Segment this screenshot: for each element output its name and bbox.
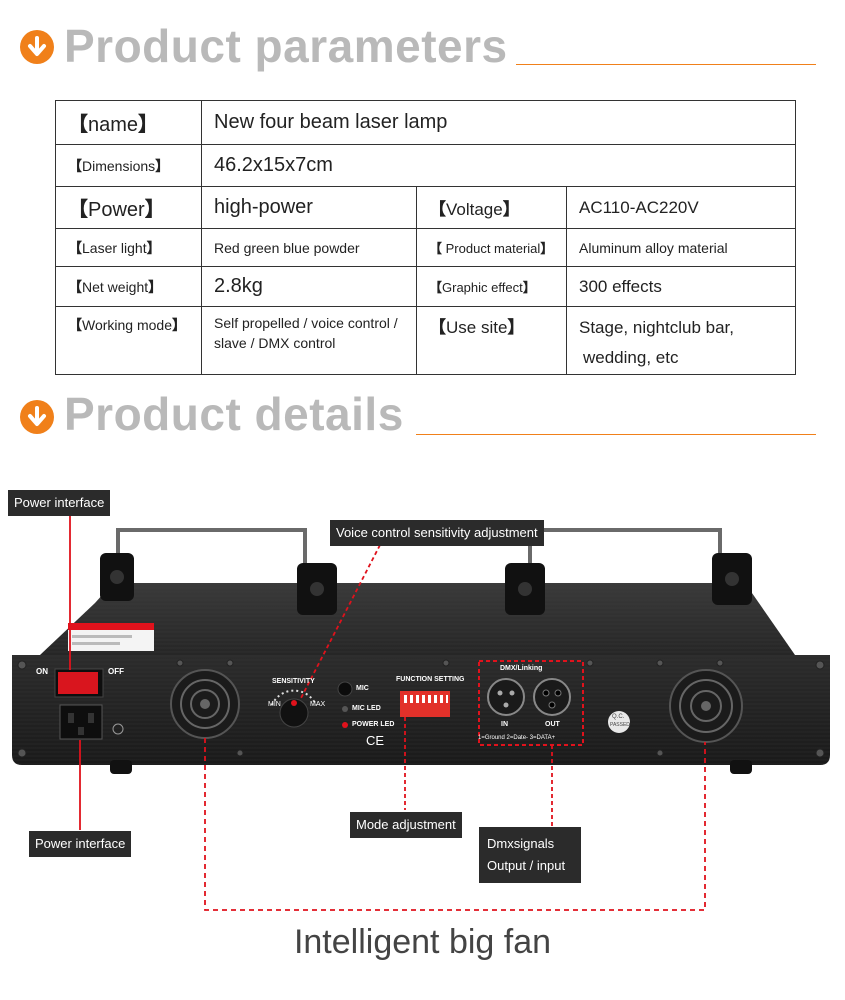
- param-key: 【Power】: [55, 186, 202, 229]
- param-key: 【 Product material】: [416, 228, 567, 267]
- handle-left: [116, 528, 307, 585]
- table-row: 【Laser light】 Red green blue powder 【 Pr…: [55, 228, 797, 267]
- label-in: IN: [501, 721, 508, 728]
- table-row: 【Dimensions】 46.2x15x7cm: [55, 144, 797, 187]
- param-value: New four beam laser lamp: [200, 100, 797, 145]
- site-line-1: Stage, nightclub bar,: [579, 318, 735, 337]
- param-value: Red green blue powder: [201, 228, 417, 267]
- param-key: 【Voltage】: [416, 186, 567, 229]
- laser-device-svg: [12, 515, 830, 911]
- param-key: 【Net weight】: [55, 266, 202, 307]
- param-key: 【Laser light】: [55, 228, 202, 267]
- table-row: 【name】 New four beam laser lamp: [55, 100, 797, 145]
- param-value: high-power: [201, 186, 417, 229]
- label-min: MIN: [268, 701, 281, 708]
- dmx-in-connector: [487, 678, 525, 716]
- param-key: 【Dimensions】: [55, 144, 202, 187]
- table-row: 【Net weight】 2.8kg 【Graphic effect】 300 …: [55, 266, 797, 307]
- fan-caption: Intelligent big fan: [293, 923, 552, 961]
- label-mic: MIC: [356, 685, 369, 692]
- param-value: AC110-AC220V: [565, 186, 797, 229]
- param-value: Aluminum alloy material: [565, 228, 797, 267]
- parameters-header: Product parameters: [20, 18, 820, 74]
- label-on: ON: [36, 667, 48, 676]
- site-line-2: wedding, etc: [583, 348, 679, 367]
- power-switch[interactable]: [58, 672, 98, 694]
- param-key: 【Use site】: [416, 306, 567, 375]
- label-max: MAX: [310, 701, 326, 708]
- callout-voice-control: Voice control sensitivity adjustment: [330, 520, 544, 546]
- table-row: 【Power】 high-power 【Voltage】 AC110-AC220…: [55, 186, 797, 229]
- callout-power-interface-top: Power interface: [8, 490, 111, 516]
- dmx-out-connector: [533, 678, 571, 716]
- label-function-setting: FUNCTION SETTING: [396, 676, 465, 683]
- section-title-details: Product details: [64, 388, 404, 440]
- label-mic-led: MIC LED: [352, 705, 381, 712]
- param-value: 2.8kg: [201, 266, 417, 307]
- callout-power-interface-bottom: Power interface: [29, 831, 132, 857]
- fan-left: [170, 669, 240, 739]
- table-row: 【Working mode】 Self propelled / voice co…: [55, 306, 797, 375]
- callout-dmx-line-1: Dmxsignals: [487, 836, 555, 851]
- section-rule: [516, 64, 816, 65]
- label-power-led: POWER LED: [352, 721, 395, 728]
- dip-switch[interactable]: [400, 691, 450, 717]
- param-value: Stage, nightclub bar, wedding, etc: [565, 306, 797, 375]
- parameters-table: 【name】 New four beam laser lamp 【Dimensi…: [55, 100, 797, 375]
- callout-dmx-signals: Dmxsignals Output / input: [479, 827, 581, 883]
- details-header: Product details: [20, 386, 820, 442]
- down-arrow-icon: [20, 400, 54, 434]
- label-off: OFF: [108, 667, 124, 676]
- mic-port: [337, 681, 353, 697]
- qc-sticker: [608, 711, 630, 733]
- callout-dmx-line-2: Output / input: [487, 858, 566, 873]
- label-qc: Q.C.: [612, 714, 625, 720]
- label-ce: CE: [366, 733, 385, 748]
- dmx-highlight-box: [478, 660, 584, 746]
- section-title-parameters: Product parameters: [64, 20, 508, 72]
- down-arrow-icon: [20, 30, 54, 64]
- param-key: 【name】: [55, 100, 202, 145]
- param-value: 46.2x15x7cm: [200, 144, 797, 187]
- callout-mode-adjustment: Mode adjustment: [350, 812, 462, 838]
- param-value: 300 effects: [565, 266, 797, 307]
- handle-right: [528, 528, 722, 583]
- label-dmx-pins: 1=Ground 2=Date- 3=DATA+: [478, 735, 556, 741]
- label-sensitivity: SENSITIVITY: [272, 678, 315, 685]
- fan-right: [669, 669, 743, 743]
- label-qc-sub: PASSED: [610, 722, 630, 728]
- sensitivity-knob[interactable]: [271, 689, 317, 728]
- device-illustration: ON OFF SENSITIVITY MIN MAX MIC MIC LED P…: [0, 455, 845, 1000]
- param-value: Self propelled / voice control / slave /…: [201, 306, 417, 375]
- label-dmx-linking: DMX/Linking: [500, 665, 543, 672]
- param-key: 【Graphic effect】: [416, 266, 567, 307]
- param-key: 【Working mode】: [55, 306, 202, 375]
- label-out: OUT: [545, 721, 560, 728]
- section-rule: [416, 434, 816, 435]
